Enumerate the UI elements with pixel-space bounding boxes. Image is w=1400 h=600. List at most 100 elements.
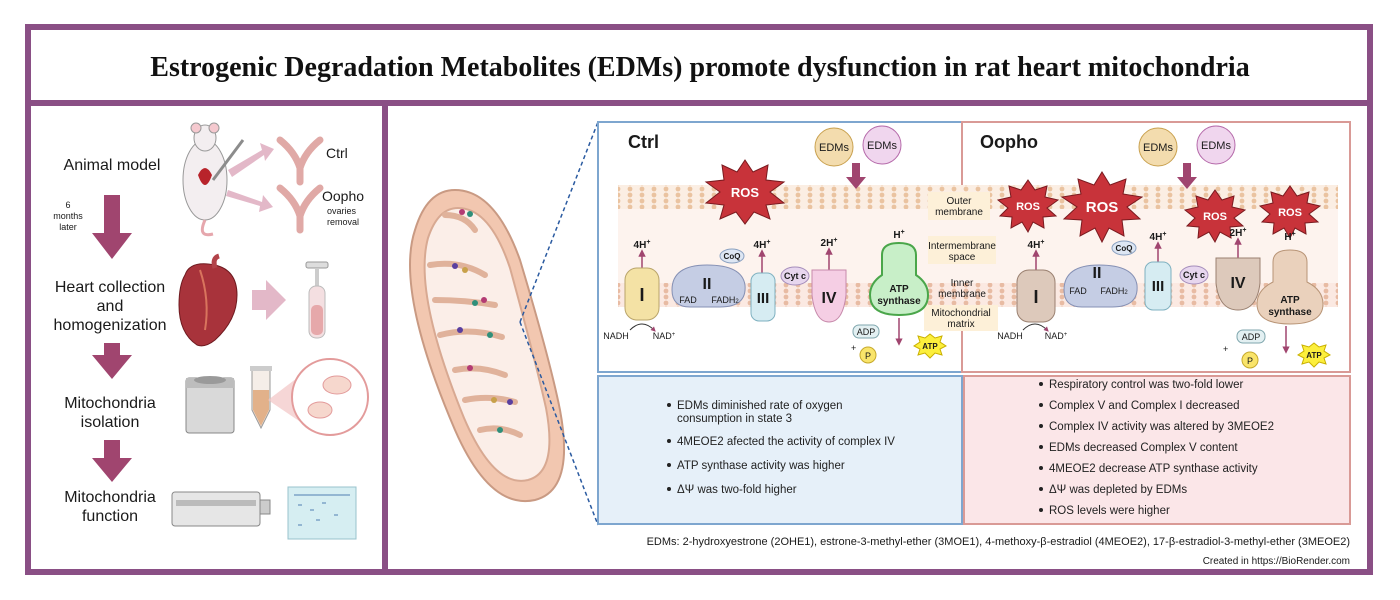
uterus-ctrl-icon (276, 136, 324, 186)
edms-bubble-ctrl-2 (862, 125, 902, 165)
complex-i-label-ctrl: I (639, 285, 644, 305)
ros-label-ctrl: ROS (731, 185, 760, 200)
matrix-label-1: Mitochondrial (931, 308, 990, 319)
atp-synthase-label-1-ctrl: ATP (889, 284, 909, 295)
edms-bubble-oopho-2 (1196, 125, 1236, 165)
oopho-finding-2: Complex V and Complex I decreased (1049, 400, 1240, 412)
group-ctrl-label: Ctrl (326, 145, 348, 161)
complex-iii-label-oopho: III (1152, 278, 1165, 295)
ros-burst-ctrl-icon (704, 159, 786, 225)
oopho-finding-7: ROS levels were higher (1049, 505, 1170, 517)
ctrl-finding-4: ΔΨ was two-fold higher (677, 484, 797, 496)
oopho-finding-3: Complex IV activity was altered by 3MEOE… (1049, 421, 1274, 433)
atp-synthase-label-2-ctrl: synthase (877, 296, 921, 307)
inner-label-1: Inner (951, 278, 974, 289)
inner-label-2: membrane (938, 289, 986, 300)
plus-label-oopho: + (1223, 344, 1228, 354)
complex-ii-oopho (1063, 264, 1138, 308)
outer-label-2: membrane (935, 207, 983, 218)
complex-iv-label-oopho: IV (1230, 275, 1245, 292)
down-arrow-1-icon (92, 195, 132, 259)
h-label-c1-oopho: 4H+ (1028, 239, 1045, 251)
h-label-c4-oopho: 2H+ (1230, 227, 1247, 239)
edms-label-ctrl-2: EDMs (867, 140, 897, 152)
coq-ctrl (719, 248, 745, 264)
edms-bubble-ctrl-1 (814, 127, 854, 167)
h-label-atp-oopho: H+ (1284, 231, 1295, 243)
edms-label-oopho-1: EDMs (1143, 142, 1173, 154)
ros-label-oopho-4: ROS (1278, 207, 1302, 219)
edms-label-ctrl-1: EDMs (819, 142, 849, 154)
nadh-label-oopho: NADH (997, 331, 1023, 341)
group-oopho-label: Oopho (322, 188, 364, 204)
ctrl-finding-1b: consumption in state 3 (677, 413, 792, 425)
months-label-2: months (53, 211, 83, 221)
nad-label-oopho: NAD+ (1045, 331, 1068, 341)
atp-burst-oopho-icon (1297, 342, 1331, 368)
nadh-label-ctrl: NADH (603, 331, 629, 341)
inter-label-1: Intermembrane (928, 241, 996, 252)
complex-iii-label-ctrl: III (757, 290, 770, 307)
oopho-finding-5: 4MEOE2 decrease ATP synthase activity (1049, 463, 1258, 475)
oopho-findings-list: Respiratory control was two-fold lower C… (1039, 379, 1274, 517)
rat-icon (182, 122, 245, 237)
oopho-panel-title: Oopho (980, 132, 1038, 152)
edms-label-oopho-2: EDMs (1201, 140, 1231, 152)
complex-ii-label-ctrl: II (703, 276, 712, 293)
phosphate-oopho (1241, 351, 1259, 369)
oopho-diagram: Oopho EDMs EDMs ROS ROS ROS ROS 4H+ I II… (980, 125, 1331, 369)
adp-label-ctrl: ADP (857, 327, 876, 337)
step-isolation-2: isolation (81, 414, 140, 431)
h-label-c3-oopho: 4H+ (1150, 231, 1167, 243)
ros-label-oopho-1: ROS (1016, 201, 1040, 213)
atp-burst-ctrl-icon (913, 333, 947, 359)
complex-iv-ctrl (811, 269, 847, 323)
oopho-finding-4: EDMs decreased Complex V content (1049, 442, 1238, 454)
coq-label-oopho: CoQ (1116, 244, 1133, 253)
protein-dots (452, 209, 513, 433)
tube-icon (250, 366, 272, 430)
down-arrows (92, 195, 132, 482)
ctrl-panel-title: Ctrl (628, 132, 659, 152)
centrifuge-icon (185, 376, 235, 434)
arrow-homogenize-icon (252, 280, 286, 320)
gel-icon (287, 486, 357, 540)
uterus-oopho-icon (276, 184, 324, 234)
ovaries-label-1: ovaries (327, 206, 357, 216)
step-function-2: function (82, 508, 138, 525)
step-heart-2: and (97, 298, 124, 315)
atp-synthase-label-2-oopho: synthase (1268, 307, 1312, 318)
atp-label-oopho: ATP (1306, 351, 1322, 360)
complex-iv-oopho (1215, 257, 1261, 311)
coq-label-ctrl: CoQ (724, 252, 741, 261)
edms-arrow-oopho-icon (1177, 163, 1197, 189)
ros-label-oopho-2: ROS (1086, 199, 1119, 216)
matrix-label-2: matrix (947, 319, 974, 330)
step-animal-model: Animal model (64, 157, 161, 174)
step-function-1: Mitochondria (64, 489, 156, 506)
workflow-panel: Animal model 6 months later Heart collec… (53, 122, 369, 540)
ctrl-finding-1: EDMs diminished rate of oxygen (677, 400, 843, 412)
page-title: Estrogenic Degradation Metabolites (EDMs… (150, 52, 1249, 83)
phosphate-label-oopho: P (1247, 356, 1253, 366)
ctrl-findings-list: EDMs diminished rate of oxygen consumpti… (667, 400, 895, 496)
edms-arrow-ctrl-icon (846, 163, 866, 189)
inter-label-2: space (949, 252, 976, 263)
cytc-oopho (1179, 265, 1209, 285)
complex-i-oopho (1016, 269, 1056, 323)
cytc-label-oopho: Cyt c (1183, 270, 1205, 280)
oopho-finding-6: ΔΨ was depleted by EDMs (1049, 484, 1187, 496)
fad-label-oopho: FAD (1069, 286, 1087, 296)
fad-label-ctrl: FAD (679, 295, 697, 305)
h-label-c3-ctrl: 4H+ (754, 239, 771, 251)
outer-frame (25, 24, 1373, 575)
membrane-labels: Outer membrane Intermembrane space Inner… (924, 192, 998, 331)
h-label-c4-ctrl: 2H+ (821, 237, 838, 249)
atp-synthase-oopho (1256, 249, 1324, 325)
ctrl-findings-box (597, 375, 963, 525)
complex-ii-label-oopho: II (1093, 265, 1102, 282)
months-label-3: later (59, 222, 77, 232)
ovaries-label-2: removal (327, 217, 359, 227)
fadh2-label-oopho: FADH2 (1100, 286, 1128, 296)
complex-iii-ctrl (750, 272, 776, 322)
